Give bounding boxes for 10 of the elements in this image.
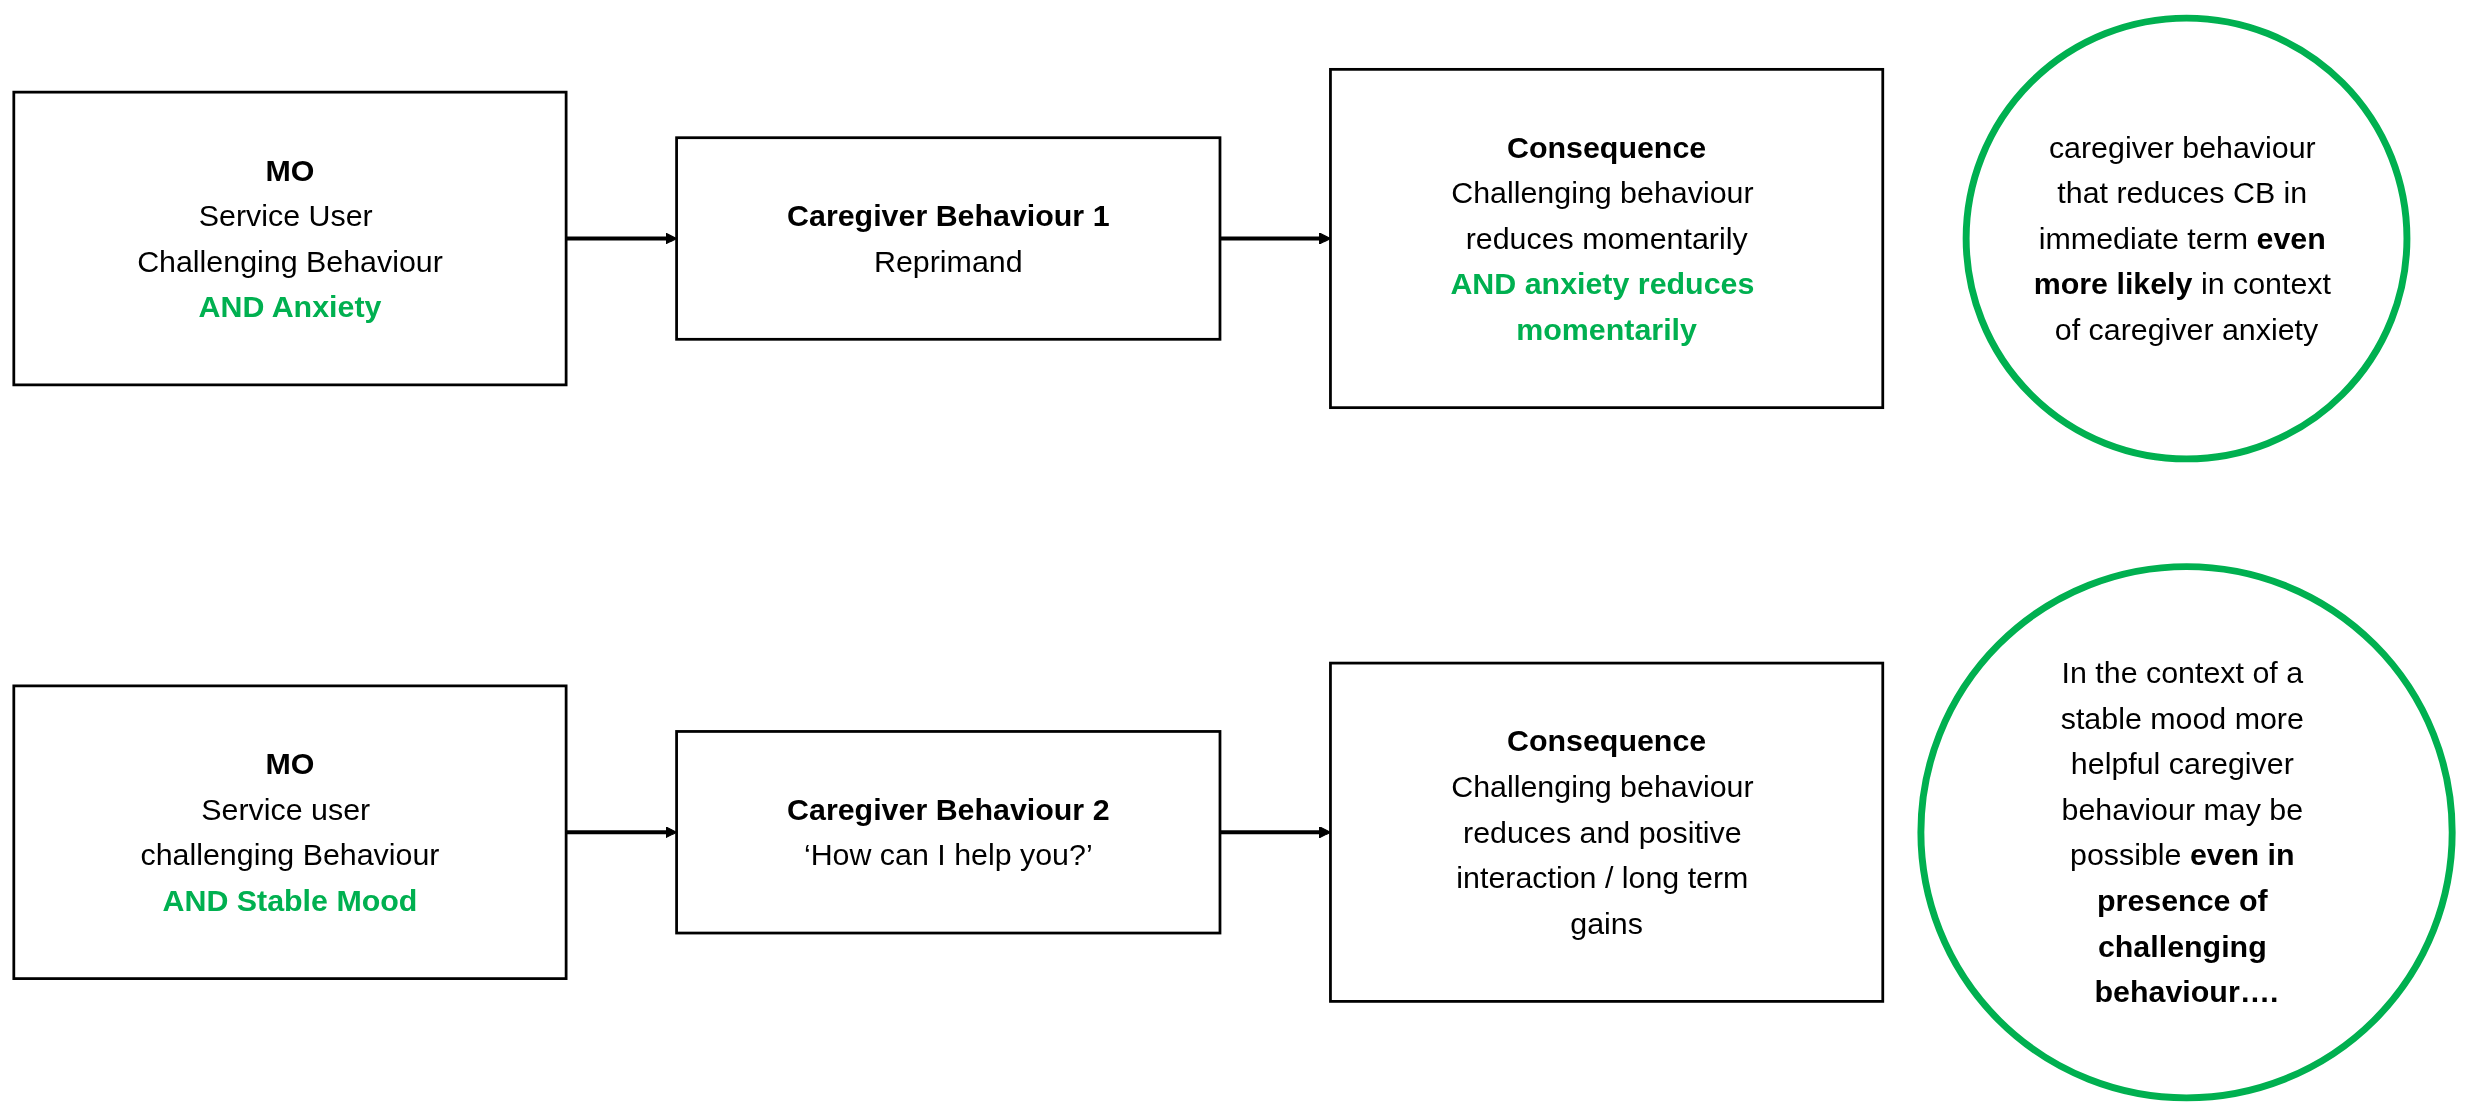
node-box: Consequence Challenging behaviour reduces and positive interaction / long term gains <box>1329 661 1885 1003</box>
node-circle: caregiver behaviour that reduces CB in immediate term even more likely in context of caregiver anxiety <box>1962 14 2411 463</box>
arrow <box>1220 232 1331 245</box>
arrow <box>1220 826 1331 839</box>
node-box: MO Service user challenging Behaviour AND Stable Mood <box>12 684 568 980</box>
node-box: Consequence Challenging behaviour reduces momentarily AND anxiety reduces momentarily <box>1329 68 1885 410</box>
node-box: MO Service User Challenging Behaviour AND Anxiety <box>12 90 568 387</box>
node-box: Caregiver Behaviour 1 Reprimand <box>675 136 1222 341</box>
node-circle: In the context of a stable mood more helpful caregiver behaviour may be possible even in presence of challenging behaviour…. <box>1917 563 2456 1102</box>
node-box: Caregiver Behaviour 2 ‘How can I help you?’ <box>675 730 1222 935</box>
